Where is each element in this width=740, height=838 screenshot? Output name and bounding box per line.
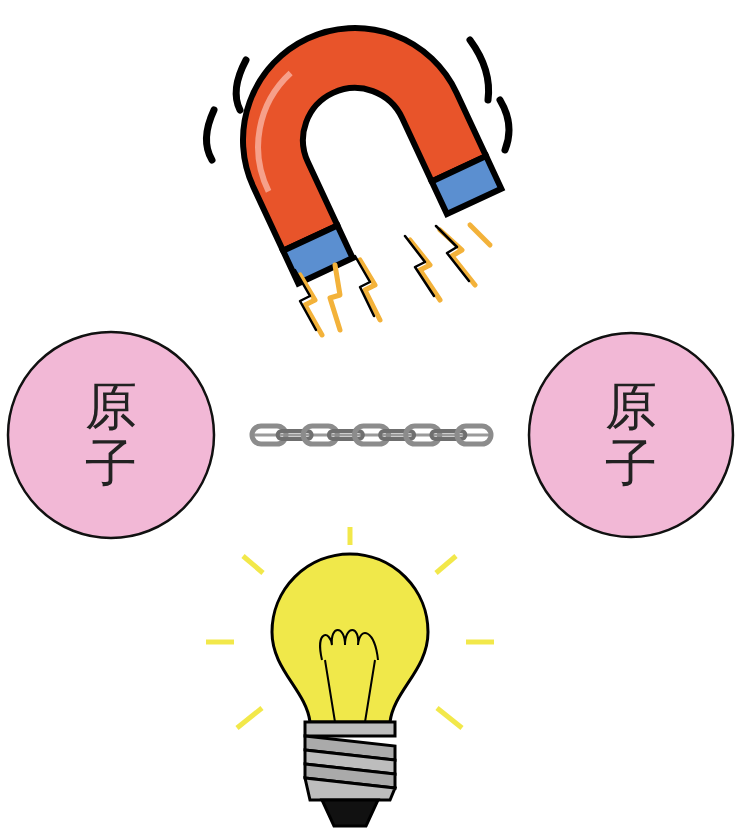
light-rays xyxy=(206,527,494,728)
atom-circle: 原子 xyxy=(526,330,736,540)
chain-link xyxy=(406,426,440,444)
chain-link xyxy=(278,431,312,439)
circle-shape xyxy=(529,333,733,537)
chain-link xyxy=(252,426,286,444)
atom-label: 原子 xyxy=(85,378,137,492)
text-holder: 原子 xyxy=(526,330,736,540)
circle-shape xyxy=(8,332,214,538)
text-holder: 原子 xyxy=(5,329,217,541)
magnet-sparks xyxy=(295,225,490,335)
chain-connector xyxy=(252,434,491,437)
magnet xyxy=(206,0,501,283)
chain-link xyxy=(457,426,491,444)
chain-link xyxy=(355,426,389,444)
chain-link xyxy=(431,431,465,439)
light-bulb xyxy=(272,554,428,826)
atom-label: 原子 xyxy=(605,378,657,492)
chain-link xyxy=(380,431,414,439)
chain-group xyxy=(252,426,491,444)
chain-link xyxy=(329,431,363,439)
atom-circle: 原子 xyxy=(5,329,217,541)
chain-link xyxy=(303,426,337,444)
